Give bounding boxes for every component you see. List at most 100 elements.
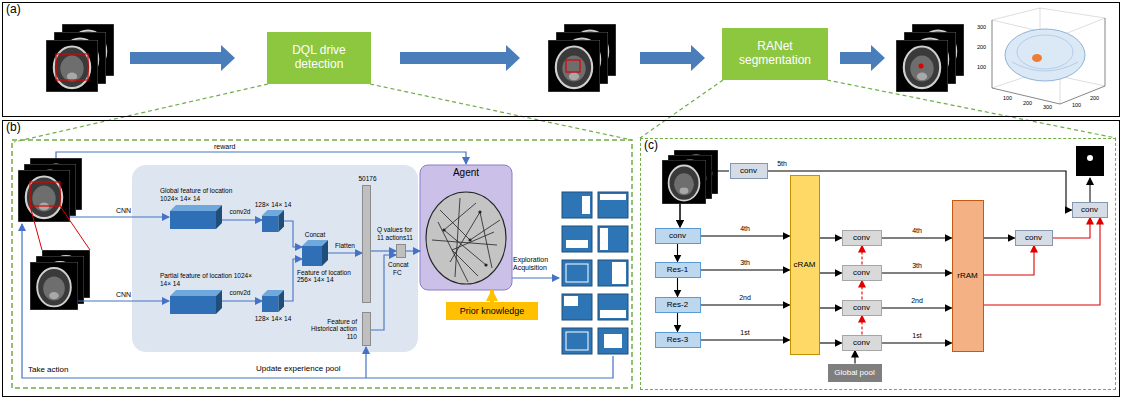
connector-arrow: [677, 244, 678, 262]
text-wrap: (a): [6, 3, 21, 17]
text-label: 100: [1072, 102, 1081, 108]
ct-stack: [896, 24, 964, 92]
output-mask: [1087, 155, 1093, 161]
ct-stack: [56, 54, 88, 80]
update-line: [365, 347, 366, 378]
panel-frame: (a)DQL drive detectionRANet segmentation: [2, 2, 1120, 117]
agent-illustration: [420, 165, 512, 290]
text-label: 4th: [740, 225, 750, 233]
action-square: [562, 226, 592, 252]
ct-stack: [896, 40, 948, 92]
edge-label: Flatten: [334, 242, 356, 249]
text-label: Concat: [298, 231, 332, 238]
text-wrap: 300: [977, 24, 986, 30]
attention-module: rRAM: [952, 200, 984, 352]
text-wrap: 50176: [351, 175, 384, 182]
text-label: conv: [1081, 205, 1098, 214]
text-wrap: Concat: [298, 231, 332, 238]
block-face: [262, 296, 279, 313]
text-label: 1st: [912, 332, 921, 340]
process-box: RANet segmentation: [722, 28, 828, 80]
text-wrap: CNN: [116, 207, 131, 215]
block-face: [302, 246, 322, 266]
agent-illustration: [426, 192, 506, 284]
plot-3d: [1012, 62, 1078, 71]
text-label: Update experience pool: [256, 364, 341, 373]
action-square: [562, 192, 592, 218]
agent-illustration: [478, 210, 481, 213]
panel-b-art: [12, 140, 632, 388]
conv-box: conv: [1072, 202, 1108, 218]
edge-label: 2nd: [738, 294, 752, 302]
text-label: conv2d: [230, 208, 251, 215]
panel-frame: (c)convconvRes-1Res-2Res-3cRAMconvconvco…: [640, 138, 1116, 390]
action-square: [566, 332, 588, 350]
text-wrap: (b): [6, 121, 21, 135]
plot-3d: [992, 8, 1105, 104]
text-wrap: Q values for 11 actions11: [377, 226, 419, 241]
panel-frame: (b)Global feature of location 1024× 14× …: [2, 120, 1120, 397]
text-label: Prior knowledge: [460, 306, 525, 316]
text-label: Q values for 11 actions11: [377, 226, 419, 241]
text-wrap: Update experience pool: [256, 364, 341, 373]
text-label: Res-1: [667, 265, 688, 274]
text-wrap: Partial feature of location 1024× 14× 14: [160, 272, 252, 287]
text-label: 300: [1043, 104, 1052, 110]
text-wrap: Feature of location 256× 14× 14: [297, 269, 359, 284]
connector-arrow: [284, 221, 302, 247]
cnn-arrow: [78, 300, 169, 301]
connector-arrow: [371, 250, 396, 251]
feature-block: 128× 14× 14: [262, 290, 284, 312]
action-square: [598, 328, 628, 354]
action-loop: [22, 224, 613, 378]
text-label: 128× 14× 14: [253, 201, 293, 208]
agent-illustration: [468, 238, 471, 241]
ct-stack: [566, 60, 580, 72]
ct-stack: [919, 64, 924, 69]
ct-stack: [18, 158, 82, 222]
text-label: 100: [1003, 95, 1012, 101]
text-wrap: 200: [1023, 100, 1032, 106]
block-face: [216, 205, 222, 229]
text-label: (a): [6, 3, 21, 17]
text-label: Res-3: [667, 335, 688, 344]
connector-arrow: [490, 290, 494, 302]
edge-label: 2nd: [910, 297, 924, 305]
text-label: Take action: [28, 365, 68, 374]
attention-module: cRAM: [790, 175, 820, 355]
zoom-guide: [14, 80, 1116, 142]
block-face: [170, 296, 216, 314]
edge-label: 4th: [739, 225, 751, 233]
action-square: [564, 296, 578, 306]
ct-stack: [548, 24, 616, 92]
text-label: cRAM: [794, 260, 816, 269]
text-wrap: reward: [214, 143, 235, 151]
text-label: conv: [853, 338, 870, 347]
connector-arrow: [820, 272, 842, 273]
connector-arrow: [820, 237, 842, 238]
connector-arrow: [328, 252, 362, 253]
plot-3d: [1005, 29, 1085, 81]
text-label: Concat: [388, 261, 409, 268]
connector-arrow: [701, 269, 790, 270]
text-label: Res-2: [667, 300, 688, 309]
text-label: (c): [644, 139, 658, 153]
conv-box: conv: [842, 335, 882, 351]
text-label: CNN: [116, 207, 131, 215]
ct-stack: [46, 40, 98, 92]
text-label: 2nd: [739, 294, 751, 302]
connector-arrow: [1053, 218, 1091, 239]
ct-stack: [30, 262, 78, 310]
text-label: 1st: [740, 329, 749, 337]
flow-arrow: [840, 45, 885, 71]
text-wrap: 200: [1090, 95, 1099, 101]
conv-box: conv: [842, 300, 882, 316]
panel-a-art: [46, 8, 1105, 104]
prior-box: Prior knowledge: [446, 302, 538, 320]
block-face: [170, 211, 216, 229]
text-label: 5th: [777, 160, 787, 168]
connector-arrow: [882, 307, 952, 308]
connector-arrow: [701, 339, 790, 340]
text-label: 200: [977, 44, 986, 50]
